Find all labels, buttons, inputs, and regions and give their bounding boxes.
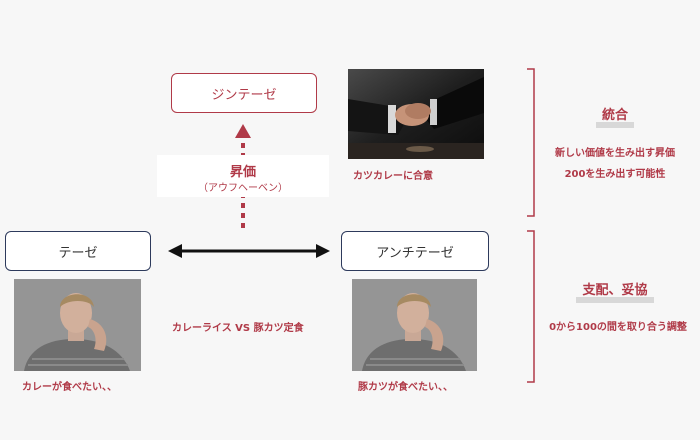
- sublimation-subtitle: （アウフヘーベン）: [198, 183, 288, 194]
- integration-title-text: 統合: [595, 109, 634, 128]
- domination-title-text: 支配、妥協: [576, 284, 654, 303]
- thesis-box: テーゼ: [5, 231, 151, 271]
- thesis-caption: カレーが食べたい、、: [22, 382, 117, 393]
- bracket-domination: [527, 230, 535, 383]
- antithesis-caption: 豚カツが食べたい、、: [358, 382, 453, 393]
- domination-title: 支配、妥協: [560, 283, 670, 303]
- synthesis-box: ジンテーゼ: [171, 73, 317, 113]
- versus-caption: カレーライス VS 豚カツ定食: [172, 323, 304, 334]
- domination-line-1: 0から100の間を取り合う調整: [549, 322, 687, 333]
- antithesis-label: アンチテーゼ: [376, 245, 454, 261]
- integration-line-1: 新しい価値を生み出す昇価: [555, 148, 675, 159]
- man-portrait-photo-left: [14, 279, 141, 371]
- bracket-integration: [527, 68, 535, 217]
- antithesis-box: アンチテーゼ: [341, 231, 489, 271]
- integration-title: 統合: [560, 108, 670, 128]
- conflict-arrow: [168, 244, 330, 258]
- man-portrait-photo-right: [352, 279, 477, 371]
- sublimation-panel: 昇価 （アウフヘーベン）: [157, 155, 329, 197]
- thesis-label: テーゼ: [58, 245, 98, 261]
- integration-line-2: 200を生み出す可能性: [564, 169, 666, 180]
- sublimation-title: 昇価: [229, 165, 256, 180]
- synthesis-caption: カツカレーに合意: [353, 171, 433, 182]
- handshake-photo: [348, 69, 484, 159]
- synthesis-label: ジンテーゼ: [211, 87, 277, 103]
